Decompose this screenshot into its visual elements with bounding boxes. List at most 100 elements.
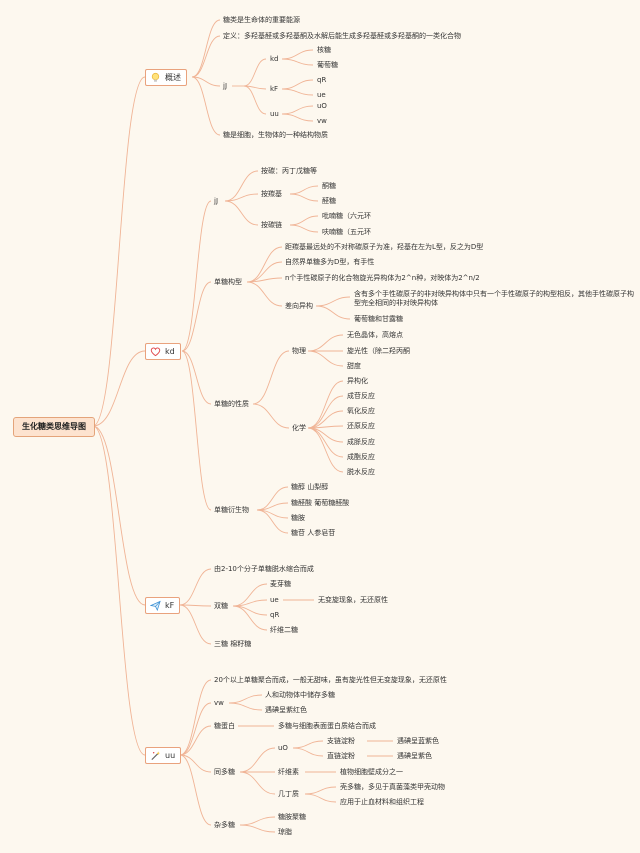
node[interactable]: ue <box>317 91 326 99</box>
node[interactable]: 支链淀粉 <box>327 737 355 745</box>
node[interactable]: 吡喃糖（六元环 <box>322 212 371 220</box>
node[interactable]: kF <box>270 85 279 93</box>
connector <box>256 502 289 511</box>
connector <box>289 224 319 233</box>
connector <box>179 679 212 756</box>
node[interactable]: 无色晶体，高熔点 <box>347 331 403 339</box>
node[interactable]: 由2-10个分子单糖脱水缩合而成 <box>214 565 314 573</box>
node[interactable]: 自然界单糖多为D型，有手性 <box>285 258 375 266</box>
node[interactable]: 同多糖 <box>214 768 235 776</box>
node[interactable]: 纤维素 <box>278 768 299 776</box>
node[interactable]: 还原反应 <box>347 422 375 430</box>
node[interactable]: 脱水反应 <box>347 468 375 476</box>
node[interactable]: 遇碘呈紫色 <box>397 752 432 760</box>
node[interactable]: ue <box>270 596 279 604</box>
node[interactable]: 酮糖 <box>322 182 336 190</box>
node[interactable]: 单糖构型 <box>214 278 242 286</box>
connector <box>281 105 314 115</box>
node[interactable]: qR <box>317 76 327 84</box>
node[interactable]: 葡萄糖和甘露糖 <box>354 315 403 323</box>
node[interactable]: 物理 <box>292 347 306 355</box>
node[interactable]: 壳多糖，多见于真菌藻类甲壳动物 <box>340 783 445 791</box>
node[interactable]: 人和动物体中储存多糖 <box>265 691 335 699</box>
node[interactable]: 无变旋现象，无还原性 <box>318 596 388 604</box>
node[interactable]: 直链淀粉 <box>327 752 355 760</box>
node[interactable]: 甜度 <box>347 362 361 370</box>
node[interactable]: 多糖与细胞表面蛋白质结合而成 <box>278 722 376 730</box>
node[interactable]: 按羰基 <box>261 190 282 198</box>
node[interactable]: uO <box>278 744 288 752</box>
node[interactable]: n个手性碳原子的化合物旋光异构体为2^n种，对映体为2^n/2 <box>285 274 480 282</box>
connector <box>191 76 221 136</box>
node[interactable]: jJ <box>214 197 219 205</box>
root-topic[interactable]: 生化糖类思维导图 <box>13 417 95 437</box>
connector <box>281 113 314 122</box>
node[interactable]: 纤维二糖 <box>270 626 298 634</box>
node[interactable]: 糖醇 山梨醇 <box>291 483 329 491</box>
node[interactable]: 遇碘呈紫红色 <box>265 706 307 714</box>
node[interactable]: 20个以上单糖聚合而成，一般无甜味，虽有旋光性但无变旋现象，无还原性 <box>214 676 447 684</box>
branch-monosaccharide[interactable]: kd <box>145 343 181 360</box>
node[interactable]: vw <box>214 699 224 707</box>
branch-label: uu <box>165 751 176 760</box>
node[interactable]: 葡萄糖 <box>317 61 338 69</box>
connector <box>289 215 319 226</box>
node[interactable]: uO <box>317 102 327 110</box>
branch-overview[interactable]: 概述 <box>145 69 187 86</box>
node[interactable]: 差向异构 <box>285 302 313 310</box>
connector <box>179 702 212 756</box>
node[interactable]: vw <box>317 117 327 125</box>
connector <box>307 380 344 429</box>
node[interactable]: 核糖 <box>317 46 331 54</box>
node[interactable]: 单糖的性质 <box>214 400 249 408</box>
node[interactable]: 糖胺聚糖 <box>278 813 306 821</box>
node[interactable]: 按碳：丙丁戊糖等 <box>261 167 317 175</box>
node[interactable]: 遇碘呈蓝紫色 <box>397 737 439 745</box>
node[interactable]: uu <box>270 110 279 118</box>
node[interactable]: 旋光性（除二羟丙酮 <box>347 347 410 355</box>
connector <box>179 604 212 607</box>
connector <box>232 605 268 616</box>
connector <box>181 281 212 352</box>
node[interactable]: 成酯反应 <box>347 453 375 461</box>
node[interactable]: 呋喃糖（五元环 <box>322 228 371 236</box>
node[interactable]: 麦芽糖 <box>270 580 291 588</box>
node[interactable]: 糖类是生命体的重要能源 <box>223 16 300 24</box>
node[interactable]: 成脎反应 <box>347 438 375 446</box>
node[interactable]: 含有多个手性碳原子的非对映异构体中只有一个手性碳原子的构型相反，其他手性碳原子构… <box>354 290 634 307</box>
connector <box>239 771 276 795</box>
node[interactable]: 糖胺 <box>291 514 305 522</box>
node[interactable]: 氧化反应 <box>347 407 375 415</box>
node[interactable]: 成苷反应 <box>347 392 375 400</box>
connector <box>292 747 324 757</box>
connector <box>246 261 283 283</box>
node[interactable]: 醛糖 <box>322 197 336 205</box>
connector <box>179 754 212 773</box>
node[interactable]: 琼脂 <box>278 828 292 836</box>
node[interactable]: 应用于止血材料和组织工程 <box>340 798 424 806</box>
node[interactable]: kd <box>270 55 279 63</box>
node[interactable]: 异构化 <box>347 377 368 385</box>
connector <box>304 786 337 795</box>
node[interactable]: 几丁质 <box>278 790 299 798</box>
node[interactable]: 糖是细胞，生物体的一种结构物质 <box>223 131 328 139</box>
node[interactable]: 双糖 <box>214 602 228 610</box>
node[interactable]: 化学 <box>292 424 306 432</box>
node[interactable]: 植物细胞壁成分之一 <box>340 768 403 776</box>
node[interactable]: 单糖衍生物 <box>214 506 249 514</box>
node[interactable]: 糖醛酸 葡萄糖醛酸 <box>291 499 350 507</box>
node[interactable]: qR <box>270 611 280 619</box>
node[interactable]: 糖苷 人参皂苷 <box>291 529 336 537</box>
branch-oligosaccharide[interactable]: kF <box>145 597 181 614</box>
connector <box>239 747 276 773</box>
connector <box>92 76 146 427</box>
connector <box>224 200 259 226</box>
node[interactable]: 三糖 棉籽糖 <box>214 640 252 648</box>
node[interactable]: 糖蛋白 <box>214 722 235 730</box>
node[interactable]: 定义：多羟基醛或多羟基酮及水解后能生成多羟基醛或多羟基酮的一类化合物 <box>223 32 461 40</box>
branch-polysaccharide[interactable]: uu <box>145 747 182 764</box>
node[interactable]: jJ <box>223 82 228 90</box>
node[interactable]: 按碳链 <box>261 221 282 229</box>
node[interactable]: 杂多糖 <box>214 821 235 829</box>
node[interactable]: 距羰基最远处的不对称碳原子为准，羟基在左为L型，反之为D型 <box>285 243 484 251</box>
